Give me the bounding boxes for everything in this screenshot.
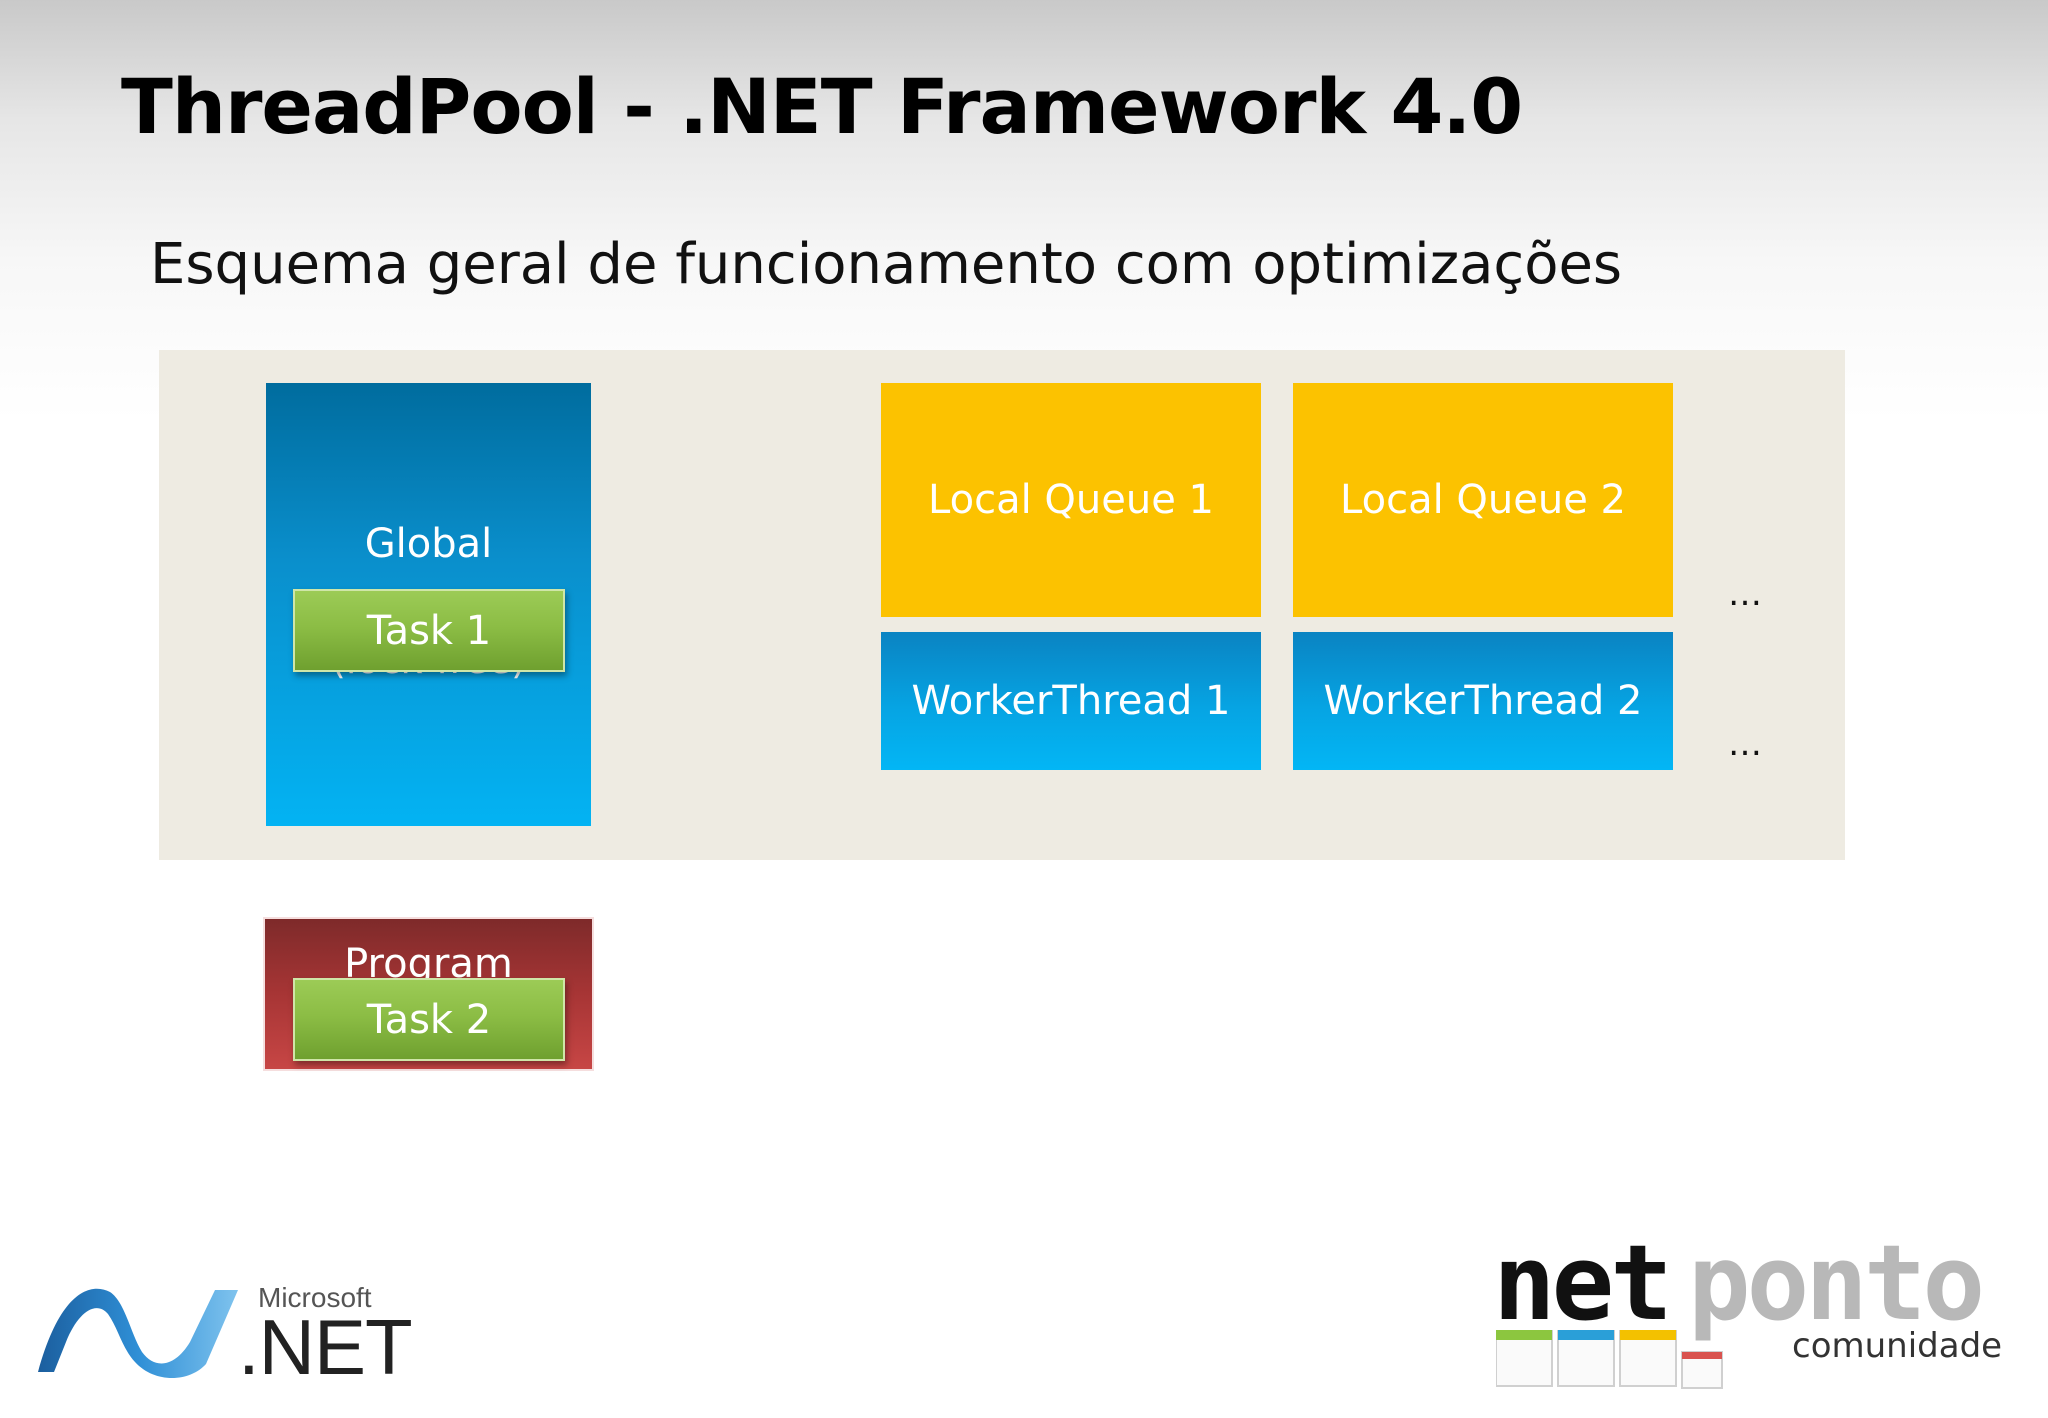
microsoft-wordmark: Microsoft	[258, 1282, 372, 1313]
netponto-blocks-icon	[1496, 1330, 1723, 1389]
local-queue-1-box: Local Queue 1	[881, 383, 1261, 617]
worker-thread-2-box: WorkerThread 2	[1293, 632, 1673, 770]
slide-subtitle: Esquema geral de funcionamento com optim…	[150, 232, 1623, 297]
netponto-tagline: comunidade	[1792, 1326, 2003, 1366]
local-queue-2-box: Local Queue 2	[1293, 383, 1673, 617]
task-2-box: Task 2	[293, 978, 565, 1061]
net-wordmark: .NET	[238, 1303, 413, 1391]
netponto-net-wordmark: net	[1493, 1222, 1673, 1344]
worker-thread-1-box: WorkerThread 1	[881, 632, 1261, 770]
more-workers-ellipsis: …	[1728, 724, 1762, 764]
microsoft-net-logo-icon	[38, 1288, 238, 1378]
task-1-box: Task 1	[293, 589, 565, 672]
more-queues-ellipsis: …	[1728, 574, 1762, 614]
slide-title: ThreadPool - .NET Framework 4.0	[121, 62, 1523, 151]
global-queue-label: Global	[364, 521, 493, 567]
netponto-ponto-wordmark: ponto	[1688, 1222, 1985, 1344]
